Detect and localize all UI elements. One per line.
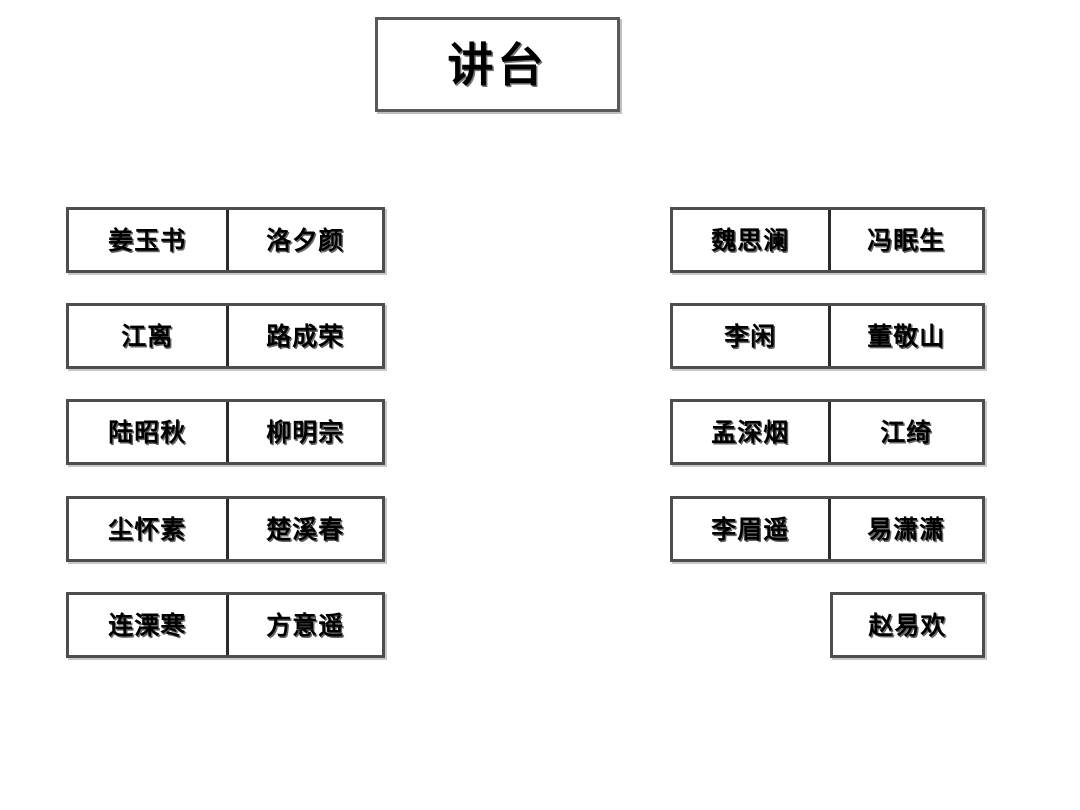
seat[interactable]: 路成荣	[225, 306, 382, 366]
seat-name: 董敬山	[867, 321, 946, 351]
seat[interactable]: 冯眠生	[827, 210, 982, 270]
seat[interactable]: 尘怀素	[69, 499, 226, 559]
seat-name: 姜玉书	[108, 225, 187, 255]
seat-name: 赵易欢	[868, 610, 947, 640]
seat-name: 陆昭秋	[108, 417, 187, 447]
seat-name: 李闲	[724, 321, 777, 351]
seat[interactable]: 李闲	[673, 306, 828, 366]
seat[interactable]: 洛夕颜	[225, 210, 382, 270]
desk-row[interactable]: 魏思澜 冯眠生	[670, 207, 985, 273]
seat[interactable]: 李眉遥	[673, 499, 828, 559]
seat[interactable]: 董敬山	[827, 306, 982, 366]
seat[interactable]: 江绮	[827, 402, 982, 462]
podium-label: 讲台	[447, 37, 548, 92]
seat-name: 连溧寒	[108, 610, 187, 640]
seat-name: 方意遥	[266, 610, 345, 640]
desk-row[interactable]: 孟深烟 江绮	[670, 399, 985, 465]
seat-name: 柳明宗	[266, 417, 345, 447]
seat[interactable]: 江离	[69, 306, 226, 366]
desk-row[interactable]: 李闲 董敬山	[670, 303, 985, 369]
seat-name: 冯眠生	[867, 225, 946, 255]
podium-box[interactable]: 讲台	[375, 17, 620, 112]
seat-name: 尘怀素	[108, 514, 187, 544]
seat-name: 李眉遥	[711, 514, 790, 544]
seat-name: 易潇潇	[867, 514, 946, 544]
desk-row[interactable]: 陆昭秋 柳明宗	[66, 399, 385, 465]
desk-row[interactable]: 尘怀素 楚溪春	[66, 496, 385, 562]
seat-name: 孟深烟	[711, 417, 790, 447]
desk-row[interactable]: 连溧寒 方意遥	[66, 592, 385, 658]
seat[interactable]: 连溧寒	[69, 595, 226, 655]
seat[interactable]: 柳明宗	[225, 402, 382, 462]
seat-name: 江离	[121, 321, 174, 351]
seat[interactable]: 易潇潇	[827, 499, 982, 559]
desk-row[interactable]: 姜玉书 洛夕颜	[66, 207, 385, 273]
seat-name: 路成荣	[266, 321, 345, 351]
seat-name: 江绮	[880, 417, 933, 447]
seat[interactable]: 魏思澜	[673, 210, 828, 270]
seat-name: 楚溪春	[266, 514, 345, 544]
seat[interactable]: 陆昭秋	[69, 402, 226, 462]
seat[interactable]: 楚溪春	[225, 499, 382, 559]
desk-row[interactable]: 赵易欢	[830, 592, 985, 658]
seat[interactable]: 姜玉书	[69, 210, 226, 270]
seat-name: 洛夕颜	[266, 225, 345, 255]
desk-row[interactable]: 李眉遥 易潇潇	[670, 496, 985, 562]
seat[interactable]: 孟深烟	[673, 402, 828, 462]
seat-name: 魏思澜	[711, 225, 790, 255]
seat[interactable]: 赵易欢	[833, 595, 982, 655]
seat[interactable]: 方意遥	[225, 595, 382, 655]
desk-row[interactable]: 江离 路成荣	[66, 303, 385, 369]
